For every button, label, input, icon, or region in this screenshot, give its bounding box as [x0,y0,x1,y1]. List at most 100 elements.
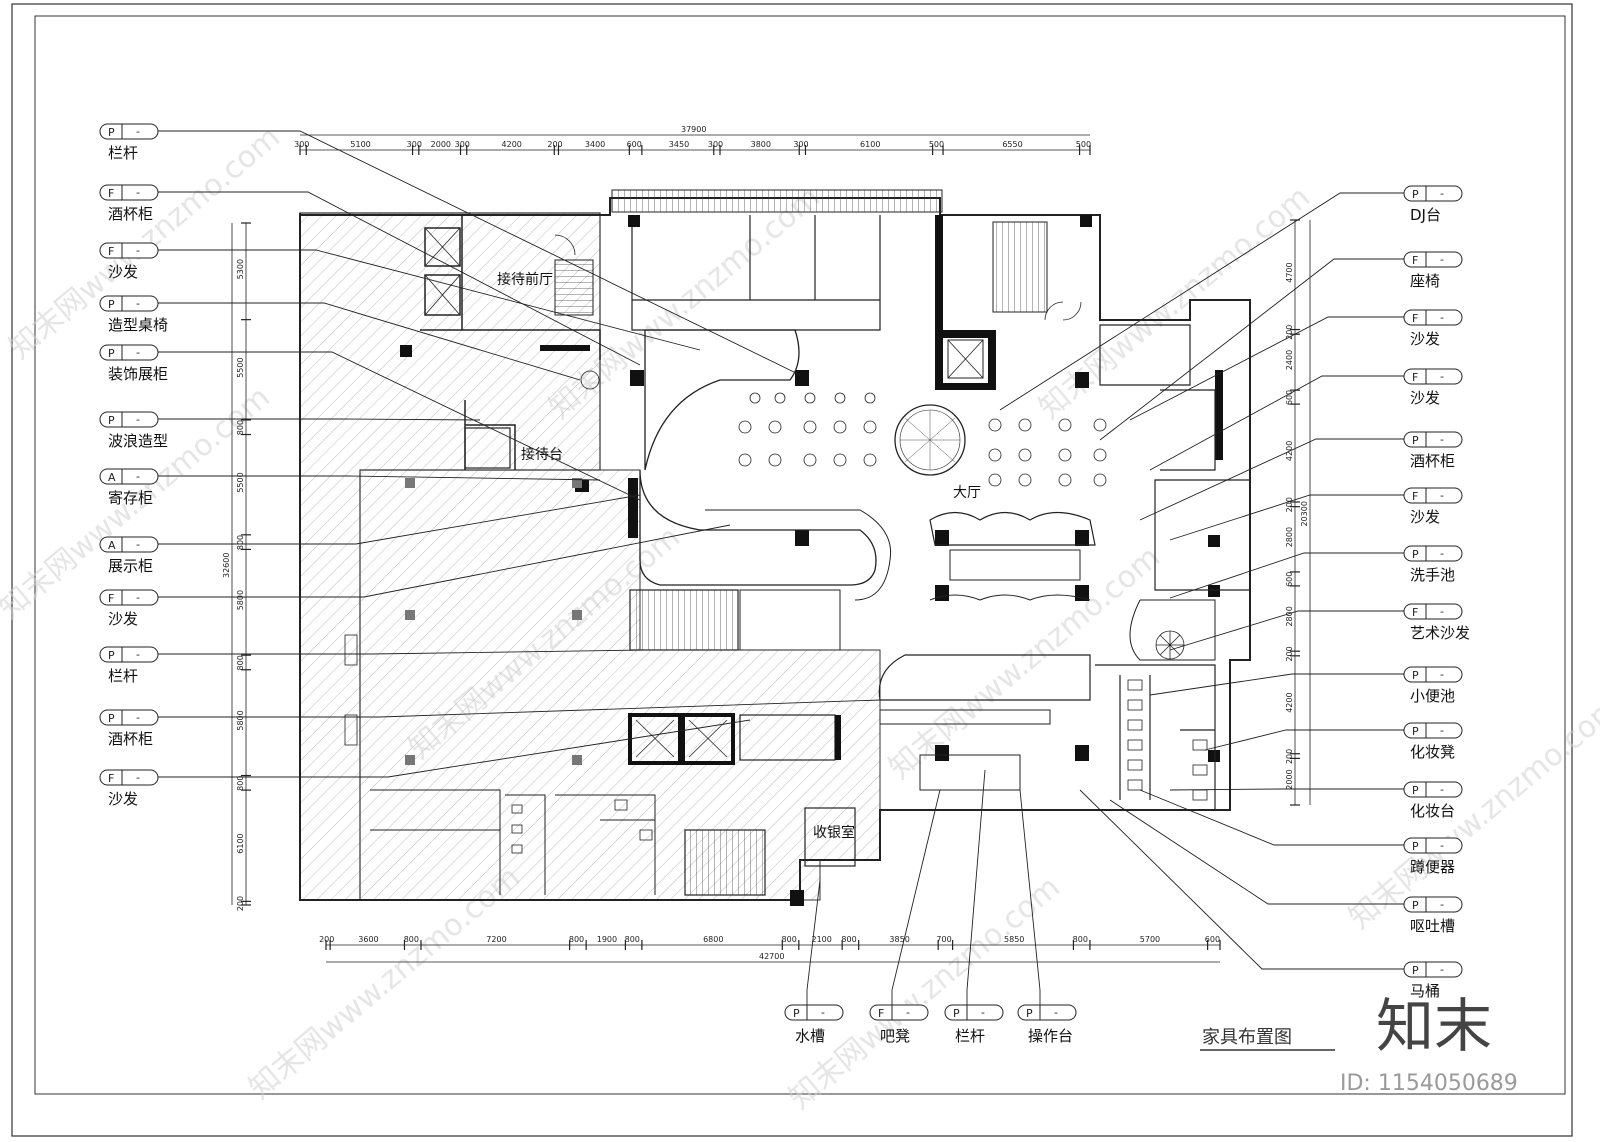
dimension-segment: 800 [569,935,584,944]
tag-code: F [108,245,114,258]
dimension-segment: 600 [1285,390,1294,405]
callout-tag: P-DJ台 [1403,185,1463,224]
tag-label: 酒杯柜 [108,205,153,223]
tag-dash: - [981,1006,985,1019]
dimension-segment: 800 [236,776,245,791]
tag-dash: - [1440,963,1444,976]
dimension-segment: 4700 [1285,262,1294,282]
drawing-frame [11,3,1573,1137]
dimension-segment: 2000 [431,140,451,149]
tag-label: 酒杯柜 [1410,452,1455,470]
tag-dash: - [1440,783,1444,796]
dimension-segment: 6100 [860,140,880,149]
dimension-segment: 600 [1205,935,1220,944]
callout-tag: P - 操作台 [1017,1004,1077,1045]
legend-right: P-DJ台F-座椅F-沙发F-沙发P-酒杯柜F-沙发P-洗手池F-艺术沙发P-小… [1403,185,1470,1000]
tag-dash: - [136,771,140,784]
tag-label: 化妆凳 [1410,743,1455,761]
tag-label: 呕吐槽 [1410,917,1455,935]
legend-left: P-栏杆F-酒杯柜F-沙发P-造型桌椅P-装饰展柜P-波浪造型A-寄存柜A-展示… [99,123,168,808]
drawing-title: 家具布置图 [1202,1027,1292,1048]
dimension-segment: 600 [627,140,642,149]
tag-dash: - [1440,898,1444,911]
callout-tag: P-波浪造型 [99,411,168,450]
tag-label: 栏杆 [955,1027,985,1045]
legend-bottom: P - 水槽 F-吧凳 P - 栏杆 P - 操作台 [784,1004,1077,1045]
table-cluster [580,370,1107,487]
dimension-segment: 3400 [585,140,605,149]
tag-code: P [1026,1007,1033,1020]
tag-dash: - [1440,839,1444,852]
tag-dash: - [821,1006,825,1019]
tag-code: P [793,1007,800,1020]
dimension-segment: 5800 [236,710,245,730]
tag-dash: - [1440,668,1444,681]
dimension-segment: 200 [1285,749,1294,764]
dimension-segment: 7200 [486,935,506,944]
tag-code: P [1412,548,1419,561]
room-label-reception-desk: 接待台 [521,446,563,463]
tag-dash: - [1440,253,1444,266]
dimension-segment: 3450 [669,140,689,149]
dimension-segment: 800 [236,535,245,550]
tag-label: 马桶 [1410,982,1440,1000]
dimension-total: 20300 [1300,501,1309,526]
tag-code: P [1412,725,1419,738]
tag-dash: - [136,413,140,426]
room-label-reception-hall: 接待前厅 [497,271,553,288]
tag-code: P [108,298,115,311]
tag-label: 沙发 [108,610,138,628]
dimension-segment: 6800 [703,935,723,944]
tag-label: 操作台 [1028,1027,1073,1045]
tag-label: 水槽 [795,1027,825,1045]
dimension-segment: 2800 [1285,606,1294,626]
dimension-total: 37900 [681,125,706,134]
tag-label: 展示柜 [108,557,153,575]
dimension-total: 32600 [222,553,231,578]
watermark: 知末网www.znzmo.com [783,870,1067,1116]
dimension-segment: 300 [407,140,422,149]
tag-code: F [1412,606,1418,619]
tag-dash: - [1440,547,1444,560]
callout-tag: P-酒杯柜 [99,709,159,748]
dimension-segment: 2400 [1285,350,1294,370]
tag-code: F [108,772,114,785]
tag-code: P [1412,899,1419,912]
callout-tag: F-酒杯柜 [99,184,159,223]
tag-dash: - [1054,1006,1058,1019]
tag-dash: - [136,346,140,359]
dimension-segment: 700 [936,935,951,944]
callout-tag: F - 沙发 [99,769,159,808]
dimension-segment: 3800 [751,140,771,149]
dimension-segment: 200 [1285,325,1294,340]
dimension-segment: 5500 [236,357,245,377]
callout-tag: P-造型桌椅 [99,295,168,334]
dimension-segment: 800 [841,935,856,944]
callout-tag: P-栏杆 [944,1004,1004,1045]
leader-lines [158,130,1404,1005]
tag-code: F [1412,254,1418,267]
building-plan [299,189,1251,906]
callout-tag: P-化妆台 [1403,781,1463,820]
dimension-total: 42700 [759,952,784,961]
tag-label: 化妆台 [1410,802,1455,820]
tag-label: 沙发 [108,263,138,281]
callout-tag: P-装饰展柜 [99,344,168,383]
callout-tag: P-小便池 [1403,666,1463,705]
watermark: 知末网www.znzmo.com [883,540,1167,786]
dimension-segment: 300 [455,140,470,149]
tag-label: 沙发 [1410,330,1440,348]
tag-label: 沙发 [1410,389,1440,407]
tag-label: 吧凳 [880,1027,910,1045]
tag-dash: - [1440,489,1444,502]
dimension-segment: 4200 [1285,692,1294,712]
tag-label: 栏杆 [108,144,138,162]
tag-label: 沙发 [108,790,138,808]
dimension-segment: 800 [236,420,245,435]
callout-tag: P-化妆凳 [1403,722,1463,761]
tag-code: P [108,126,115,139]
dimension-segment: 500 [1076,140,1091,149]
callout-tag: F-吧凳 [869,1004,929,1045]
